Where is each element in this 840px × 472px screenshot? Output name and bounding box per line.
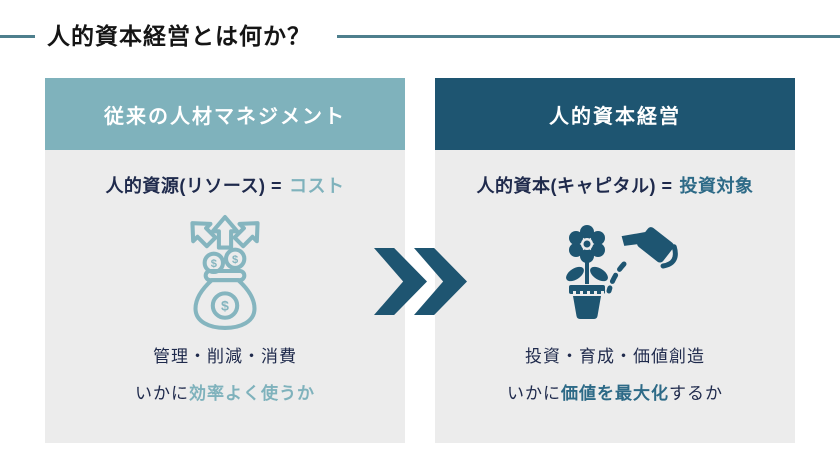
svg-text:$: $ (211, 258, 218, 270)
equation-highlight: コスト (289, 176, 345, 196)
svg-text:$: $ (221, 299, 229, 315)
traditional-hr-card-body: 人的資源(リソース) = コスト $ $ $ (45, 150, 405, 443)
watering-flower-icon (545, 204, 685, 340)
capital-keywords-text: 投資・育成・価値創造 (525, 347, 705, 366)
traditional-hr-card-header: 従来の人材マネジメント (45, 78, 405, 150)
resource-equals-cost-text: 人的資源(リソース) = コスト (105, 172, 344, 198)
equation-label: 人的資本(キャピタル) = (476, 176, 673, 196)
svg-text:$: $ (232, 254, 239, 266)
money-bag-outflow-icon: $ $ $ (169, 204, 281, 340)
page-title: 人的資本経営とは何か？ (47, 23, 311, 49)
capital-approach-text: いかに価値を最大化するか (507, 384, 723, 403)
equation-label: 人的資源(リソース) = (105, 176, 283, 196)
capital-equals-investment-text: 人的資本(キャピタル) = 投資対象 (476, 172, 753, 198)
traditional-hr-card-title: 従来の人材マネジメント (104, 105, 346, 128)
human-capital-card-body: 人的資本(キャピタル) = 投資対象 (435, 150, 795, 443)
traditional-keywords-text: 管理・削減・消費 (153, 347, 297, 366)
human-capital-card-header: 人的資本経営 (435, 78, 795, 150)
equation-highlight: 投資対象 (679, 176, 754, 196)
human-capital-card-title: 人的資本経営 (549, 105, 681, 128)
traditional-approach-text: いかに効率よく使うか (135, 384, 315, 403)
title-right-rule (337, 35, 840, 38)
title-left-rule (0, 35, 35, 38)
traditional-hr-card: 従来の人材マネジメント 人的資源(リソース) = コスト $ $ (45, 78, 405, 443)
human-capital-card: 人的資本経営 人的資本(キャピタル) = 投資対象 (435, 78, 795, 443)
